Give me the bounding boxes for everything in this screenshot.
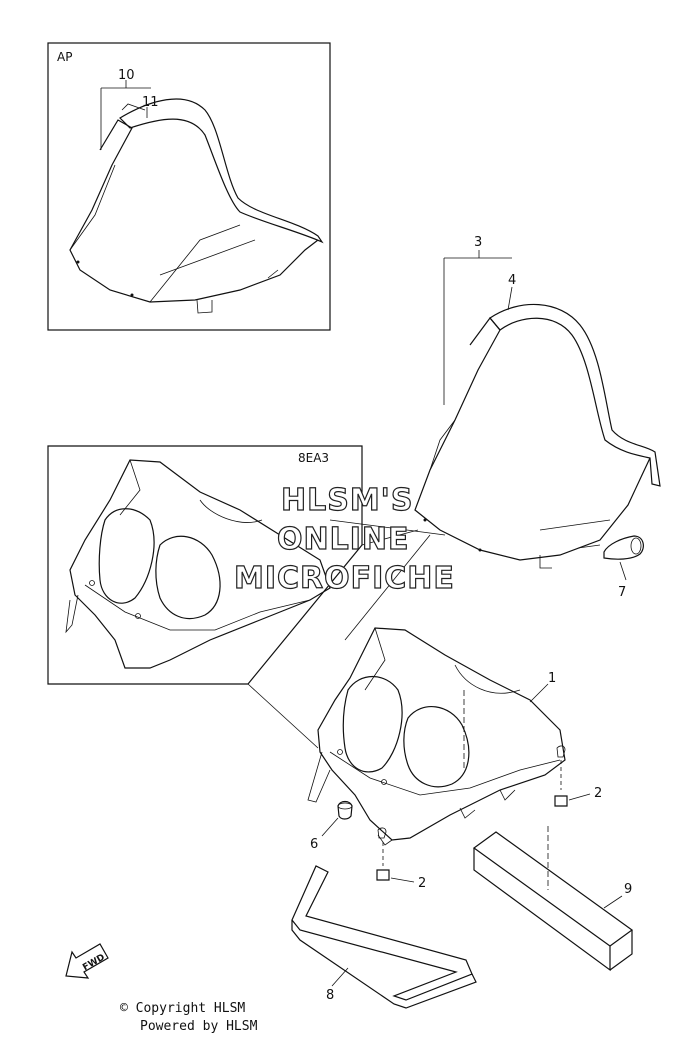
callout-4: 4 (508, 273, 516, 288)
callout-10: 10 (118, 68, 135, 83)
inset-ap-frame (47, 42, 331, 331)
bolt-part-2-upper: 2 (554, 760, 602, 807)
inset-8ea3: 8EA3 (47, 445, 363, 685)
callout-9: 9 (624, 882, 632, 897)
windshield-main (414, 303, 661, 569)
callout-3: 3 (474, 235, 482, 250)
bolt-part-2-lower: 2 (376, 842, 426, 891)
callout-2-lower: 2 (418, 876, 426, 891)
copyright-text: © Copyright HLSM (120, 1001, 245, 1016)
watermark: HLSM'S ONLINE MICROFICHE (233, 482, 455, 596)
inset-8ea3-frame (47, 445, 363, 685)
inset-8ea3-tag: 8EA3 (298, 451, 329, 465)
foam-part-9: 9 (472, 826, 634, 972)
grommet-part-6: 6 (310, 800, 353, 852)
fwd-label: FWD (81, 953, 106, 973)
watermark-line-1: HLSM'S (281, 483, 413, 518)
powered-by-text: Powered by HLSM (140, 1019, 258, 1034)
watermark-line-3: MICROFICHE (234, 561, 455, 596)
callout-1: 1 (548, 671, 556, 686)
callout-7: 7 (618, 585, 626, 600)
callout-11: 11 (142, 95, 159, 110)
windshield-ap (69, 98, 324, 314)
cowling-main (307, 627, 566, 846)
inset-ap: AP 10 11 (47, 42, 331, 331)
fwd-arrow-icon: FWD (65, 943, 109, 979)
callout-2-upper: 2 (594, 786, 602, 801)
inset-ap-tag: AP (57, 50, 72, 64)
watermark-line-2: ONLINE (277, 522, 410, 557)
cowling-8ea3 (65, 459, 331, 669)
trim-part-8: 8 (291, 865, 477, 1009)
callout-8: 8 (326, 988, 334, 1003)
callout-6: 6 (310, 837, 318, 852)
grommet-part-7: 7 (603, 535, 644, 600)
